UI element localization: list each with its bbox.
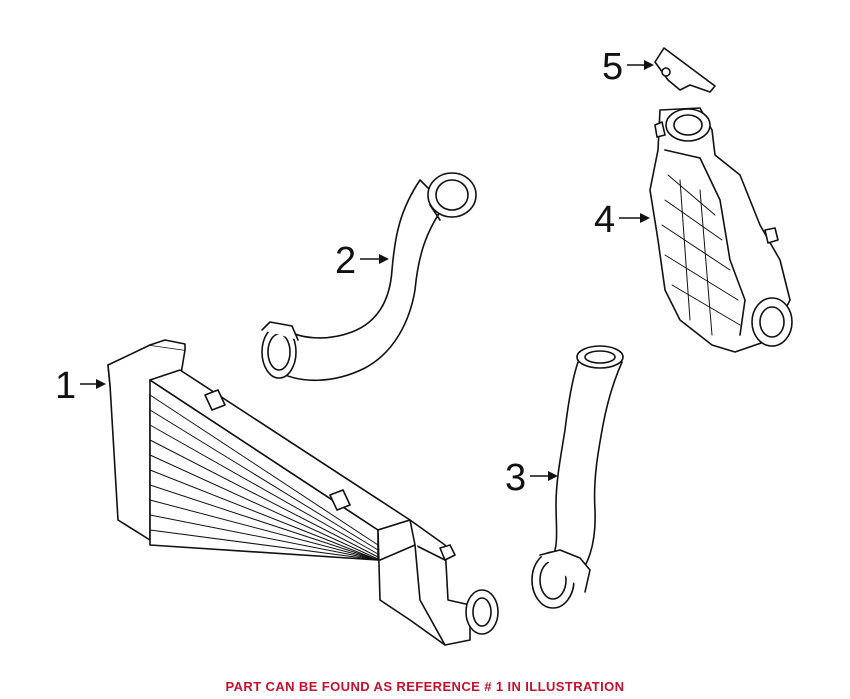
callout-number-1: 1 <box>55 365 76 407</box>
part-3-lower-hose <box>531 345 624 609</box>
callout-number-3: 3 <box>505 457 526 499</box>
part-4-air-duct-housing <box>649 107 793 353</box>
callout-arrow-2 <box>360 254 389 264</box>
part-1-intercooler <box>107 339 499 646</box>
callout-arrow-3 <box>530 471 558 481</box>
callout-number-4: 4 <box>594 199 615 241</box>
callout-number-5: 5 <box>602 46 623 88</box>
callout-arrow-5 <box>627 60 654 70</box>
callout-arrow-1 <box>80 379 106 389</box>
callout-number-2: 2 <box>335 240 356 282</box>
reference-caption: PART CAN BE FOUND AS REFERENCE # 1 IN IL… <box>225 679 625 694</box>
part-5-bracket <box>654 47 716 93</box>
part-2-upper-hose <box>261 172 477 382</box>
callout-arrow-4 <box>619 213 650 223</box>
